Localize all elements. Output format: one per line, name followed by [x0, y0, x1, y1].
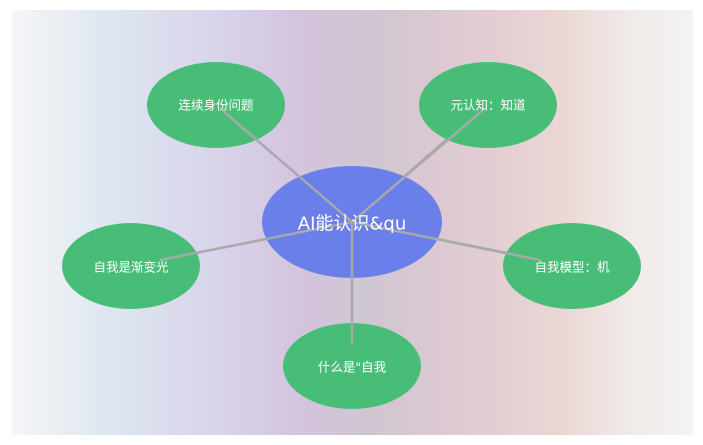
node-n2[interactable]: [419, 62, 557, 148]
center-node-label: AI能认识&qu: [298, 214, 407, 235]
node-n4[interactable]: [503, 223, 641, 309]
node-n3-label: 自我是渐变光: [93, 260, 168, 275]
node-n1-label: 连续身份问题: [178, 98, 254, 113]
node-n2-label: 元认知：知道: [450, 98, 526, 113]
node-n5[interactable]: [283, 323, 421, 409]
edge-overlay-n2: [351, 109, 484, 223]
edge-overlay-n1: [221, 109, 353, 223]
node-n5-label: 什么是"自我: [318, 360, 387, 375]
node-n3[interactable]: [62, 223, 200, 309]
edge-overlay-n4: [351, 220, 541, 262]
edge-overlay-n3: [159, 220, 353, 262]
node-n1[interactable]: [147, 62, 285, 148]
node-n4-label: 自我模型：机: [534, 260, 610, 275]
